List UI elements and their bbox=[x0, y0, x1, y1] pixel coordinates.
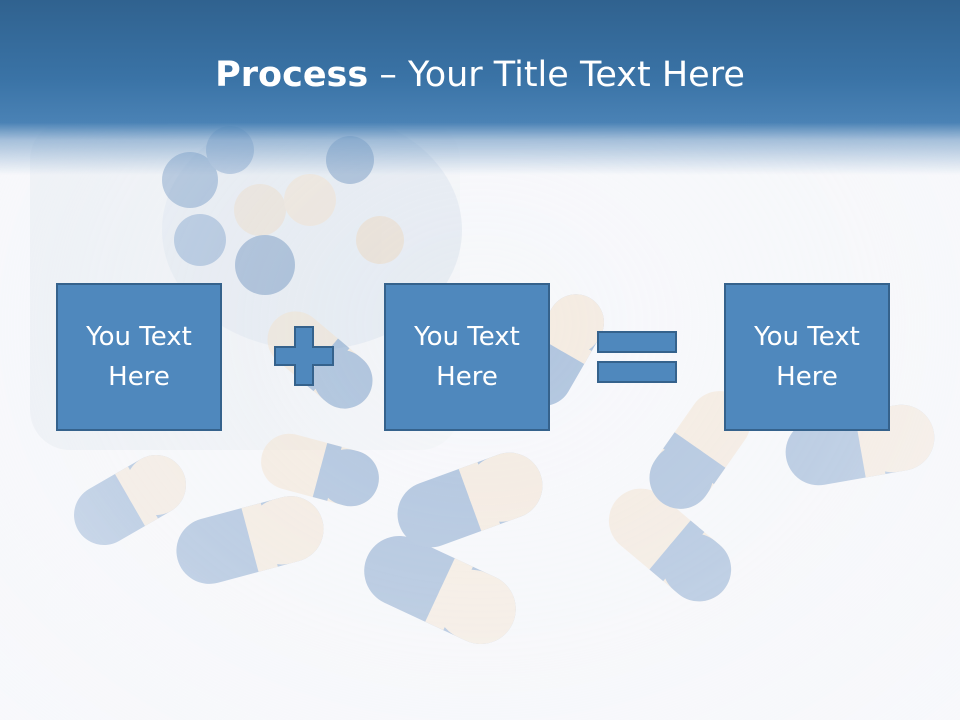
plus-icon bbox=[274, 326, 334, 386]
process-box-3[interactable]: You Text Here bbox=[724, 283, 890, 431]
title-band bbox=[0, 0, 960, 175]
process-box-1[interactable]: You Text Here bbox=[56, 283, 222, 431]
title-bold-word: Process bbox=[215, 55, 369, 95]
process-box-1-text: You Text Here bbox=[86, 322, 192, 392]
process-box-3-text: You Text Here bbox=[754, 322, 860, 392]
equals-icon bbox=[597, 331, 677, 383]
slide-title: Process – Your Title Text Here bbox=[0, 52, 960, 98]
title-rest: – Your Title Text Here bbox=[368, 55, 745, 95]
process-box-2[interactable]: You Text Here bbox=[384, 283, 550, 431]
process-box-2-text: You Text Here bbox=[414, 322, 520, 392]
